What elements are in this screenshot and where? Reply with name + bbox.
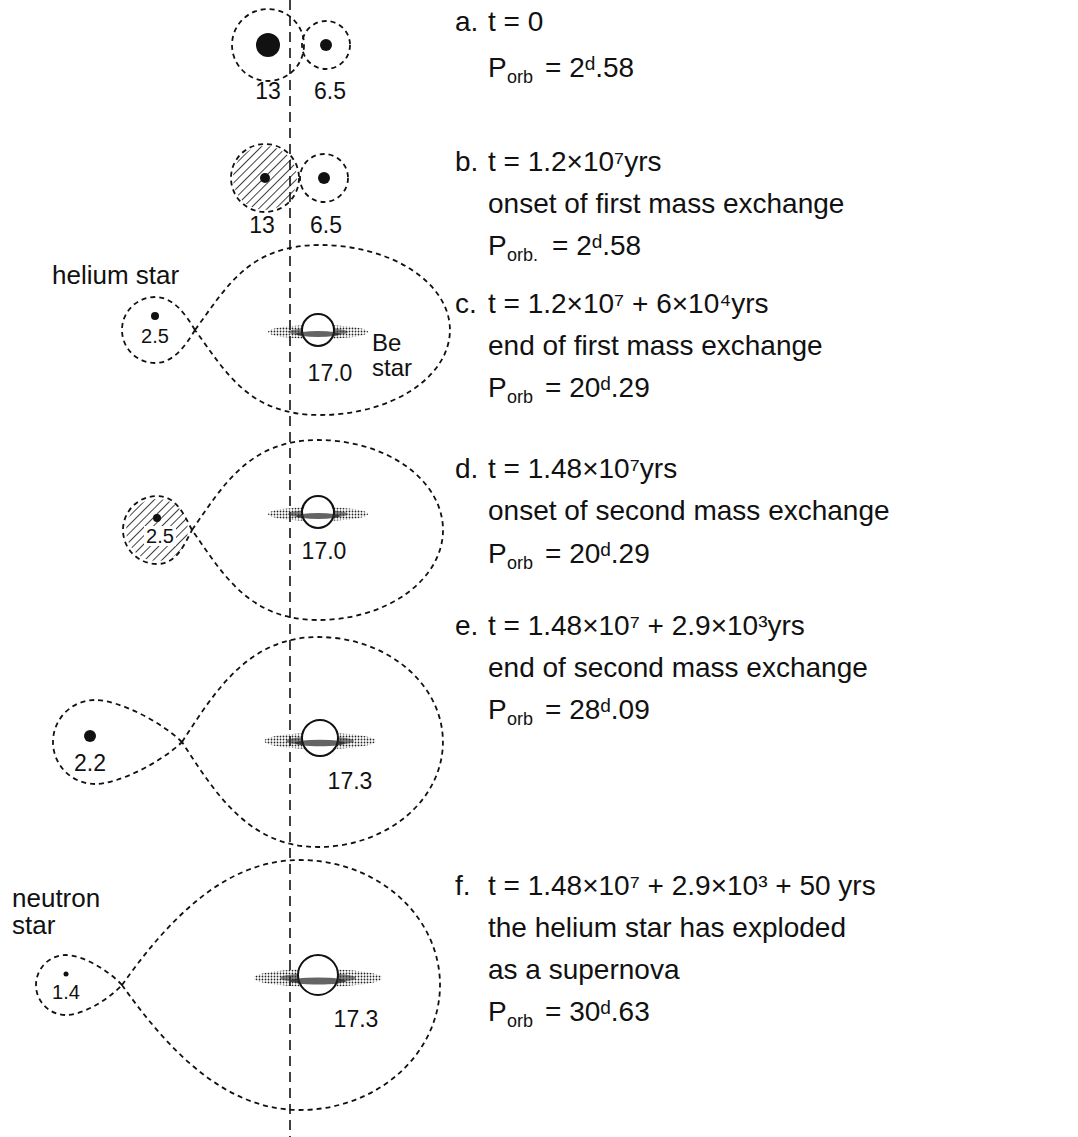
roche-lobe bbox=[231, 144, 299, 212]
be-star bbox=[268, 496, 368, 528]
period-symbol: P bbox=[488, 696, 507, 724]
roche-lobe bbox=[302, 21, 350, 69]
star-dot bbox=[256, 33, 280, 57]
star-type-label: helium star bbox=[52, 262, 179, 288]
star-dot bbox=[260, 173, 270, 183]
star-dot bbox=[153, 514, 161, 522]
overflowing-star bbox=[126, 499, 188, 561]
mass-label: 17.0 bbox=[302, 540, 347, 563]
mass-label: 2.5 bbox=[141, 326, 169, 346]
star-dot bbox=[151, 312, 159, 320]
stage-note: onset of second mass exchange bbox=[488, 497, 890, 525]
roche-lobe bbox=[123, 496, 192, 564]
stage-note: end of second mass exchange bbox=[488, 654, 868, 682]
mass-label: 17.3 bbox=[334, 1008, 379, 1031]
period-subscript: orb bbox=[507, 1012, 533, 1030]
star-type-label: neutron star bbox=[12, 885, 124, 940]
roche-lobe bbox=[232, 9, 304, 81]
period-value: = 2ᵈ.58 bbox=[545, 54, 634, 82]
roche-lobe bbox=[122, 297, 195, 363]
stage-letter: b. bbox=[455, 148, 478, 176]
overflowing-star bbox=[233, 146, 297, 210]
stage-letter: c. bbox=[455, 290, 477, 318]
mass-label: 1.4 bbox=[52, 982, 80, 1002]
stage-note: end of first mass exchange bbox=[488, 332, 823, 360]
period-symbol: P bbox=[488, 54, 507, 82]
roche-lobe bbox=[195, 245, 450, 415]
period-value: = 28ᵈ.09 bbox=[545, 696, 650, 724]
star-dot bbox=[84, 730, 96, 742]
time-label: t = 1.2×10⁷yrs bbox=[488, 148, 662, 176]
stage-letter: d. bbox=[455, 455, 478, 483]
time-label: t = 1.2×10⁷ + 6×10⁴yrs bbox=[488, 290, 769, 318]
period-value: = 2ᵈ.58 bbox=[552, 232, 641, 260]
roche-lobes bbox=[36, 9, 450, 1110]
star-dot bbox=[318, 172, 330, 184]
period-symbol: P bbox=[488, 232, 507, 260]
mass-label: 2.5 bbox=[144, 526, 176, 546]
stage-note: onset of first mass exchange bbox=[488, 190, 844, 218]
star-dots bbox=[64, 33, 333, 977]
mass-label: 17.0 bbox=[308, 362, 353, 385]
time-label: t = 0 bbox=[488, 8, 543, 36]
time-label: t = 1.48×10⁷yrs bbox=[488, 455, 677, 483]
be-star bbox=[254, 955, 382, 995]
period-subscript: orb. bbox=[507, 246, 538, 264]
stage-letter: f. bbox=[455, 872, 471, 900]
time-label: t = 1.48×10⁷ + 2.9×10³ + 50 yrs bbox=[488, 872, 876, 900]
period-subscript: orb bbox=[507, 388, 533, 406]
mass-label: 2.2 bbox=[74, 752, 106, 775]
stage-note: as a supernova bbox=[488, 956, 679, 984]
roche-lobe bbox=[122, 860, 440, 1110]
star-dot bbox=[64, 972, 69, 977]
period-symbol: P bbox=[488, 998, 507, 1026]
star-type-label: Be star bbox=[372, 330, 432, 380]
mass-label: 13 bbox=[249, 214, 275, 237]
be-star bbox=[264, 720, 376, 756]
roche-lobe bbox=[53, 700, 182, 784]
roche-lobe bbox=[36, 955, 122, 1015]
period-subscript: orb bbox=[507, 710, 533, 728]
period-value: = 20ᵈ.29 bbox=[545, 540, 650, 568]
stage-note: the helium star has exploded bbox=[488, 914, 846, 942]
stage-letter: a. bbox=[455, 8, 478, 36]
time-label: t = 1.48×10⁷ + 2.9×10³yrs bbox=[488, 612, 805, 640]
period-value: = 20ᵈ.29 bbox=[545, 374, 650, 402]
period-subscript: orb bbox=[507, 68, 533, 86]
roche-lobe bbox=[192, 440, 443, 620]
period-subscript: orb bbox=[507, 554, 533, 572]
roche-lobe bbox=[300, 154, 348, 202]
roche-lobe bbox=[182, 637, 443, 847]
mass-label: 13 bbox=[255, 80, 281, 103]
mass-label: 6.5 bbox=[310, 214, 342, 237]
mass-label: 6.5 bbox=[314, 80, 346, 103]
period-value: = 30ᵈ.63 bbox=[545, 998, 650, 1026]
be-star bbox=[268, 314, 368, 346]
period-symbol: P bbox=[488, 374, 507, 402]
period-symbol: P bbox=[488, 540, 507, 568]
mass-label: 17.3 bbox=[328, 770, 373, 793]
stage-letter: e. bbox=[455, 612, 478, 640]
star-dot bbox=[320, 39, 332, 51]
